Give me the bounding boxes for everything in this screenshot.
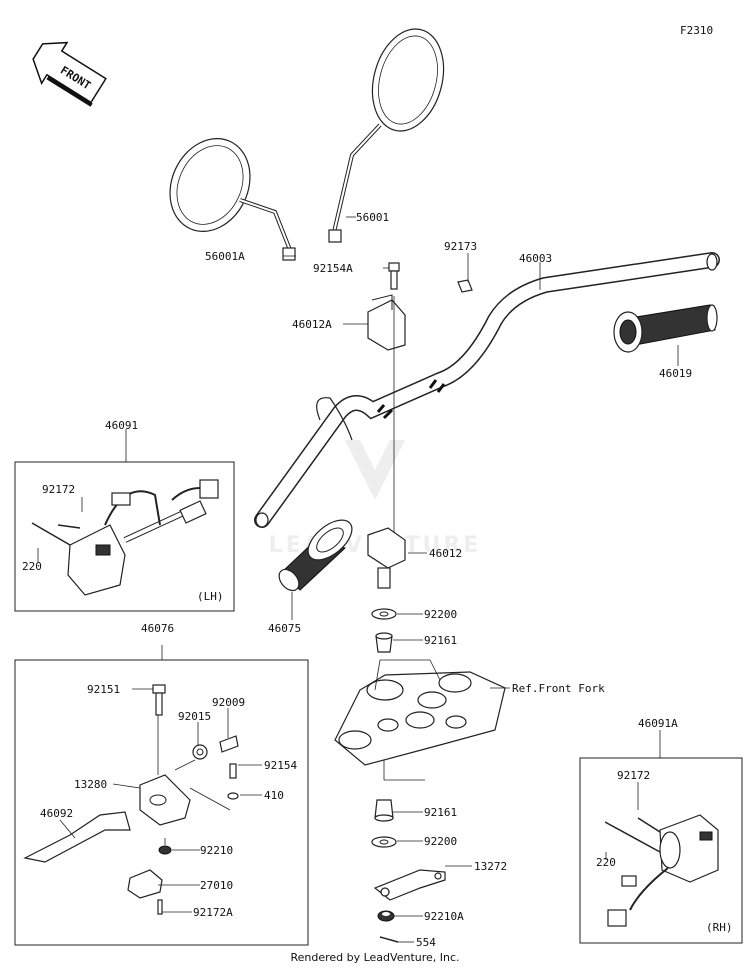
fork-bracket: [334, 659, 506, 781]
label-46019: 46019: [659, 367, 692, 380]
label-ref-front-fork: Ref.Front Fork: [512, 682, 605, 695]
label-92210A: 92210A: [424, 910, 464, 923]
label-13272: 13272: [474, 860, 507, 873]
label-46012: 46012: [429, 547, 462, 560]
label-92200-bot: 92200: [424, 835, 457, 848]
grip-left: [278, 519, 353, 592]
cushion-lower: [374, 799, 394, 822]
front-arrow-icon: FRONT: [32, 41, 107, 107]
label-92009: 92009: [212, 696, 245, 709]
label-46003: 46003: [519, 252, 552, 265]
handlebar: [254, 252, 720, 528]
label-92151: 92151: [87, 683, 120, 696]
rh-switch: [604, 814, 719, 927]
holder-lower: [367, 527, 406, 589]
label-92154: 92154: [264, 759, 297, 772]
clip: [457, 279, 473, 293]
footer-credit: Rendered by LeadVenture, Inc.: [290, 951, 460, 964]
label-92210: 92210: [200, 844, 233, 857]
label-92154A: 92154A: [313, 262, 353, 275]
label-56001: 56001: [356, 211, 389, 224]
washer-lower: [371, 836, 397, 848]
holder-upper: [367, 262, 406, 560]
clutch-lever-assembly: [23, 684, 239, 915]
grip-right: [613, 304, 718, 353]
plate-13272: [373, 869, 446, 901]
label-46076: 46076: [141, 622, 174, 635]
label-92172A: 92172A: [193, 906, 233, 919]
lh-switch-box: [14, 461, 235, 612]
label-92172-rh: 92172: [617, 769, 650, 782]
label-46091A: 46091A: [638, 717, 678, 730]
label-92173: 92173: [444, 240, 477, 253]
label-46091: 46091: [105, 419, 138, 432]
label-220-rh: 220: [596, 856, 616, 869]
cushion-upper: [375, 632, 393, 653]
label-92161-top: 92161: [424, 634, 457, 647]
label-554: 554: [416, 936, 436, 949]
label-46075: 46075: [268, 622, 301, 635]
label-56001A: 56001A: [205, 250, 245, 263]
label-92015: 92015: [178, 710, 211, 723]
label-92172-lh: 92172: [42, 483, 75, 496]
label-92161-bot: 92161: [424, 806, 457, 819]
label-27010: 27010: [200, 879, 233, 892]
label-92200-top: 92200: [424, 608, 457, 621]
clutch-lever-box: [14, 659, 309, 946]
lh-switch: [31, 479, 219, 596]
diagram-code: F2310: [680, 24, 714, 37]
label-13280: 13280: [74, 778, 107, 791]
label-46092: 46092: [40, 807, 73, 820]
label-220-lh: 220: [22, 560, 42, 573]
label-46012A: 46012A: [292, 318, 332, 331]
cotter-pin: [379, 936, 399, 943]
nut-92210A: [377, 910, 395, 922]
rh-switch-box: [579, 757, 743, 944]
mirror-right: [328, 28, 445, 243]
label-410: 410: [264, 789, 284, 802]
washer-upper: [371, 608, 397, 620]
label-lh-tag: (LH): [197, 590, 224, 603]
mirror-left: [169, 138, 296, 261]
label-rh-tag: (RH): [706, 921, 733, 934]
leader-lines: [37, 216, 679, 943]
